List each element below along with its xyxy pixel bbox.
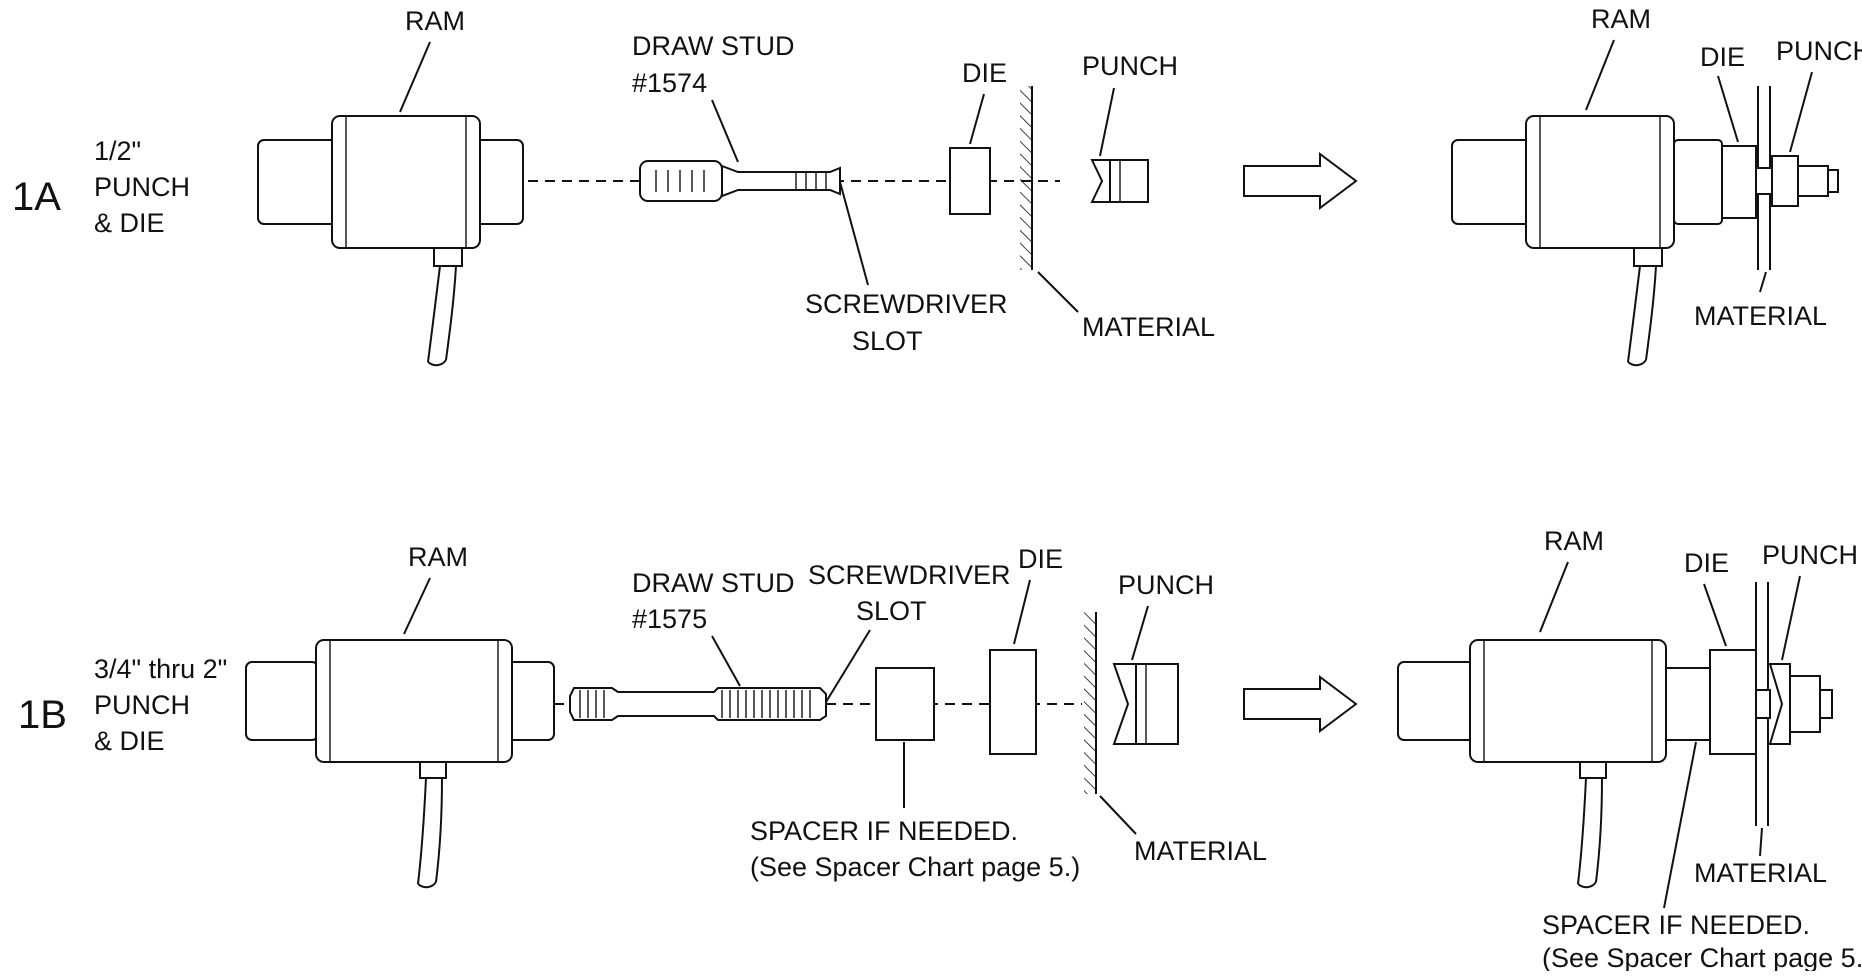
row-1b-die-label: DIE bbox=[1018, 544, 1063, 574]
row-1b-material bbox=[1084, 612, 1097, 794]
row-1a-draw-stud-label1: DRAW STUD bbox=[632, 31, 795, 61]
row-1a-punch bbox=[1090, 159, 1149, 203]
row-1b: 1B 3/4" thru 2" PUNCH & DIE RAM bbox=[18, 526, 1862, 973]
row-1a-screwdriver-label1: SCREWDRIVER bbox=[805, 289, 1008, 319]
row-1a-desc-line2: PUNCH bbox=[94, 172, 190, 202]
row-1b-arrow bbox=[1243, 675, 1358, 733]
row-1a-draw-stud bbox=[639, 160, 841, 202]
row-1b-ram-label: RAM bbox=[408, 542, 468, 572]
row-1a-assembled-ram-label: RAM bbox=[1591, 4, 1651, 34]
row-1a: 1A 1/2" PUNCH & DIE RAM bbox=[12, 4, 1862, 367]
row-1b-assembled-spacer-label1: SPACER IF NEEDED. bbox=[1542, 910, 1810, 940]
row-1a-assembled-material-label: MATERIAL bbox=[1694, 301, 1827, 331]
row-1b-desc-line1: 3/4" thru 2" bbox=[94, 654, 227, 684]
row-1a-draw-stud-label2: #1574 bbox=[632, 68, 707, 98]
row-1b-id: 1B bbox=[18, 693, 67, 737]
row-1b-assembled-material-label: MATERIAL bbox=[1694, 858, 1827, 888]
row-1a-desc-line3: & DIE bbox=[94, 208, 165, 238]
row-1b-ram bbox=[245, 639, 555, 889]
row-1b-draw-stud bbox=[569, 687, 827, 721]
row-1a-material-label: MATERIAL bbox=[1082, 312, 1215, 342]
row-1b-screwdriver-label1: SCREWDRIVER bbox=[808, 560, 1011, 590]
row-1a-assembled bbox=[1451, 86, 1839, 367]
row-1b-punch-label: PUNCH bbox=[1118, 570, 1214, 600]
row-1a-assembled-punch-label: PUNCH bbox=[1776, 36, 1862, 66]
row-1a-id: 1A bbox=[12, 175, 61, 219]
row-1b-spacer-label1: SPACER IF NEEDED. bbox=[750, 816, 1018, 846]
row-1b-assembled bbox=[1397, 582, 1833, 889]
row-1a-screwdriver-label2: SLOT bbox=[852, 326, 923, 356]
row-1b-desc-line3: & DIE bbox=[94, 726, 165, 756]
row-1b-spacer bbox=[875, 667, 935, 741]
row-1b-desc-line2: PUNCH bbox=[94, 690, 190, 720]
row-1b-assembled-die-label: DIE bbox=[1684, 548, 1729, 578]
row-1b-spacer-label2: (See Spacer Chart page 5.) bbox=[750, 852, 1080, 882]
row-1b-screwdriver-label2: SLOT bbox=[856, 596, 927, 626]
row-1a-ram-label: RAM bbox=[405, 6, 465, 36]
row-1a-assembled-die-label: DIE bbox=[1700, 42, 1745, 72]
row-1b-die bbox=[989, 649, 1037, 755]
row-1a-material bbox=[1020, 86, 1033, 270]
row-1a-punch-label: PUNCH bbox=[1082, 51, 1178, 81]
row-1a-die-label: DIE bbox=[962, 58, 1007, 88]
row-1b-assembled-spacer-label2: (See Spacer Chart page 5.) bbox=[1542, 943, 1862, 971]
row-1b-assembled-ram-label: RAM bbox=[1544, 526, 1604, 556]
row-1b-draw-stud-label1: DRAW STUD bbox=[632, 568, 795, 598]
row-1b-assembled-punch-label: PUNCH bbox=[1762, 540, 1858, 570]
row-1b-punch bbox=[1112, 663, 1179, 745]
row-1a-die bbox=[949, 147, 991, 215]
row-1b-material-label: MATERIAL bbox=[1134, 836, 1267, 866]
row-1a-arrow bbox=[1243, 152, 1358, 210]
row-1b-draw-stud-label2: #1575 bbox=[632, 604, 707, 634]
row-1a-ram bbox=[257, 115, 524, 367]
row-1a-desc-line1: 1/2" bbox=[94, 136, 141, 166]
